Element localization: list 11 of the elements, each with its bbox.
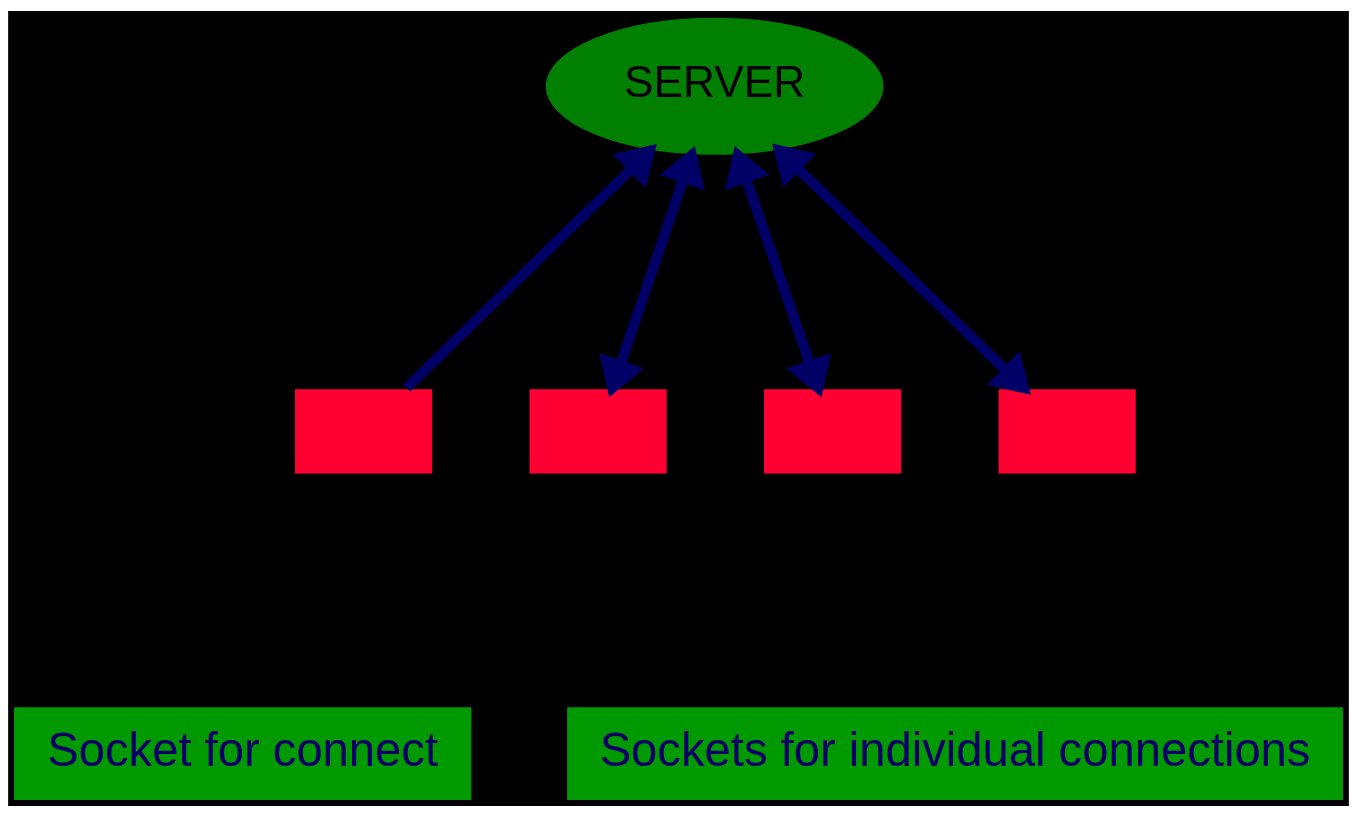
node-ellipse: SERVER — [544, 16, 885, 157]
node-box — [997, 387, 1138, 475]
arrow — [599, 146, 705, 398]
node-box — [762, 387, 903, 475]
node-box — [293, 387, 434, 475]
node-box — [528, 387, 669, 475]
arrow — [724, 146, 832, 398]
label: Sockets for individual connections — [599, 722, 1311, 776]
arrow — [403, 144, 657, 392]
label: Socket for connect — [47, 722, 439, 776]
arrow — [772, 143, 1031, 395]
